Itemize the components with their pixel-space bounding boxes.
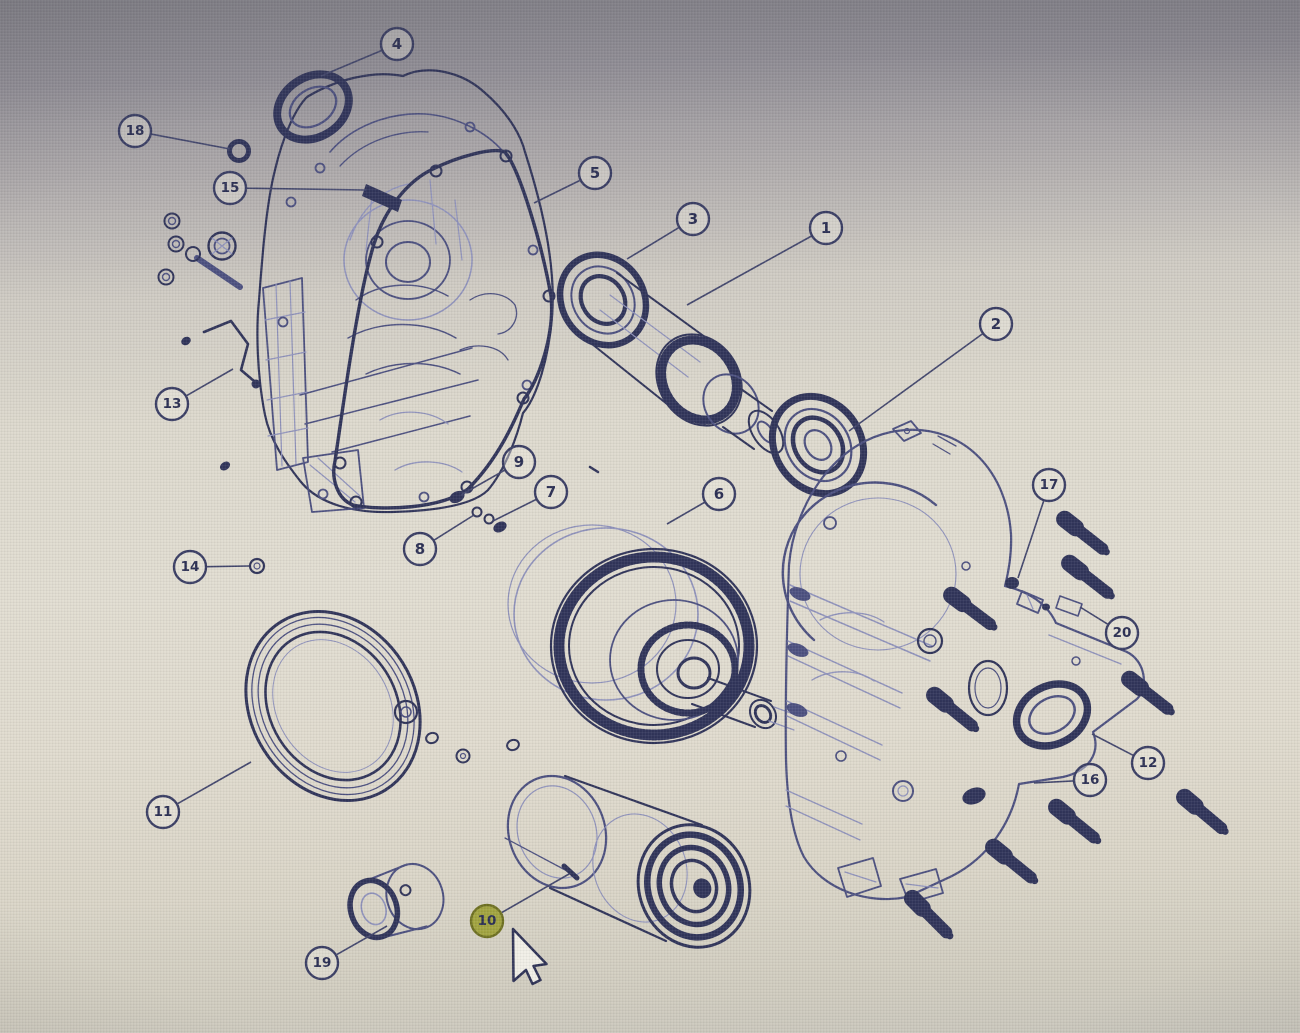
callout-12[interactable]: 12: [1091, 733, 1166, 781]
balloon-circle: [172, 549, 208, 585]
balloon-number: 2: [991, 315, 1001, 333]
balloon-number: 3: [688, 210, 698, 228]
balloon-circle: [469, 903, 505, 939]
shaft-seal-drawing: [273, 70, 353, 144]
balloon-number: 16: [1081, 772, 1100, 788]
leader-line: [533, 179, 581, 204]
balloon-circle: [304, 945, 340, 981]
leader-line: [686, 235, 812, 306]
leader-line: [460, 469, 505, 496]
leader-line: [626, 227, 679, 260]
leader-line: [666, 501, 705, 525]
gasket-drawing: [332, 149, 556, 510]
leader-line: [246, 187, 367, 191]
balloon-number: 11: [154, 804, 173, 820]
balloon-number: 18: [126, 123, 145, 139]
balloon-number: 4: [392, 35, 402, 53]
large-seal-ring-drawing: [244, 609, 422, 803]
callout-9[interactable]: 9: [460, 444, 537, 496]
leader-line: [1033, 780, 1074, 784]
callout-11[interactable]: 11: [145, 761, 252, 830]
callout-20[interactable]: 20: [1079, 606, 1140, 651]
leader-line: [151, 133, 231, 150]
balloon-circle: [1104, 615, 1140, 651]
balloon-circle: [117, 113, 153, 149]
balloon-number: 6: [714, 485, 724, 503]
balloon-number: 14: [181, 559, 200, 575]
balloon-number: 12: [1139, 755, 1158, 771]
balloon-number: 15: [221, 180, 240, 196]
leader-line: [1079, 606, 1108, 625]
balloon-circle: [154, 386, 190, 422]
balloon-number: 8: [415, 540, 425, 558]
leader-line: [501, 873, 570, 914]
callout-10[interactable]: 10: [469, 873, 570, 939]
o-ring-small-drawing: [227, 139, 251, 163]
balloon-circle: [145, 794, 181, 830]
leader-line: [177, 761, 252, 805]
callout-17[interactable]: 17: [1017, 467, 1067, 579]
callout-4[interactable]: 4: [320, 26, 415, 77]
balloon-number: 13: [163, 396, 182, 412]
balloon-number: 9: [514, 453, 524, 471]
right-housing-drawing: [781, 420, 1145, 904]
clutch-drum-drawing: [504, 774, 752, 949]
balloon-circle: [701, 476, 737, 512]
leader-line: [206, 565, 250, 568]
callout-2[interactable]: 2: [848, 306, 1014, 432]
balloon-number: 20: [1113, 625, 1132, 641]
leader-line: [336, 925, 388, 956]
callout-6[interactable]: 6: [666, 476, 737, 525]
leader-line: [848, 333, 983, 432]
balloon-circle: [1072, 762, 1108, 798]
hardware-cluster-drawing: [157, 212, 261, 471]
small-parts-drawing: [248, 465, 600, 764]
balloon-circle: [978, 306, 1014, 342]
bolts-drawing: [912, 519, 1225, 936]
balloon-circle: [533, 474, 569, 510]
leader-line: [1091, 733, 1134, 756]
balloon-number: 1: [821, 219, 831, 237]
callout-15[interactable]: 15: [212, 170, 367, 206]
balloon-number: 10: [478, 913, 497, 929]
callout-3[interactable]: 3: [626, 201, 711, 260]
balloon-circle: [808, 210, 844, 246]
balloon-circle: [1031, 467, 1067, 503]
balloon-circle: [379, 26, 415, 62]
cursor-arrow-icon: [511, 927, 548, 986]
callout-7[interactable]: 7: [492, 474, 569, 522]
callout-16[interactable]: 16: [1033, 762, 1108, 798]
piston-drum-drawing: [347, 863, 445, 941]
mouse-cursor: [511, 927, 548, 986]
balloon-circle: [1130, 745, 1166, 781]
leader-line: [320, 49, 382, 77]
callout-8[interactable]: 8: [402, 514, 475, 567]
leader-line: [1017, 500, 1045, 579]
leader-line: [433, 514, 475, 541]
balloon-number: 7: [546, 483, 556, 501]
balloon-circle: [577, 155, 613, 191]
callout-14[interactable]: 14: [172, 549, 250, 585]
leader-line: [186, 368, 234, 397]
balloon-circle: [675, 201, 711, 237]
callout-1[interactable]: 1: [686, 210, 844, 306]
main-gear-drawing: [507, 524, 800, 745]
balloon-circle: [501, 444, 537, 480]
leader-line: [492, 498, 537, 522]
balloon-circle: [212, 170, 248, 206]
balloon-number: 19: [313, 955, 332, 971]
callout-13[interactable]: 13: [154, 368, 234, 422]
balloon-circle: [402, 531, 438, 567]
callout-5[interactable]: 5: [533, 155, 613, 204]
balloon-number: 5: [590, 164, 600, 182]
callout-18[interactable]: 18: [117, 113, 231, 150]
balloon-number: 17: [1040, 477, 1059, 493]
callout-19[interactable]: 19: [304, 925, 388, 981]
